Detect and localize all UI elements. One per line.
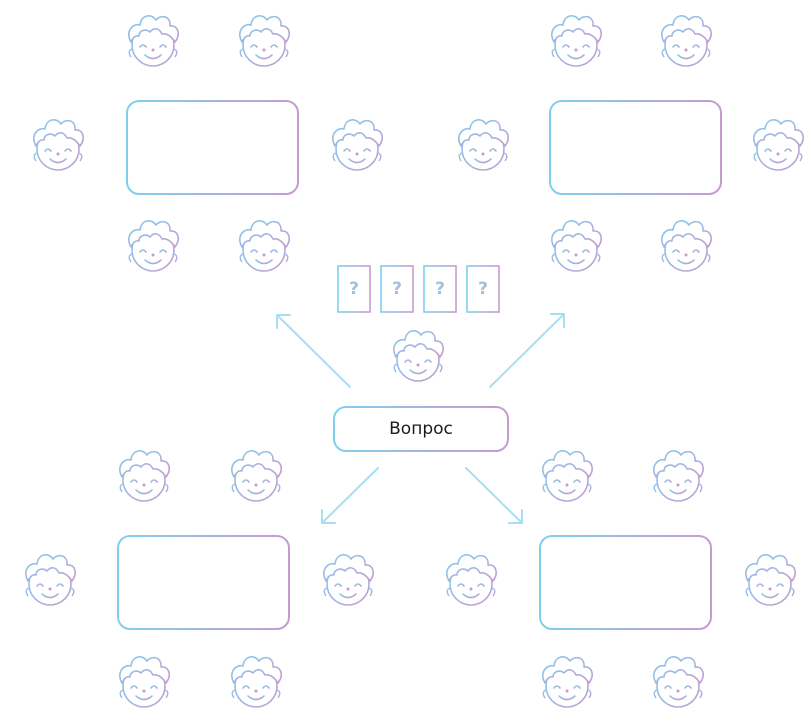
student-icon (661, 15, 712, 67)
student-icon (33, 119, 84, 171)
student-icon (332, 119, 383, 171)
student-icon (745, 554, 796, 606)
student-icon (119, 450, 170, 502)
arrows (276, 313, 565, 524)
student-icon (753, 119, 804, 171)
group-top-left (33, 15, 383, 272)
table (117, 535, 290, 630)
student-icon (239, 15, 290, 67)
table (539, 535, 712, 630)
question-card (337, 265, 371, 313)
student-icon (542, 450, 593, 502)
question-button-frame (333, 406, 509, 452)
arrow-icon-top-left (276, 314, 351, 388)
student-icon (446, 554, 497, 606)
student-icon (551, 15, 602, 67)
student-icon (119, 656, 170, 708)
student-icon (653, 450, 704, 502)
student-icon (551, 220, 602, 272)
student-icon (128, 220, 179, 272)
question-mark: ? (435, 279, 445, 299)
group-bottom-right (446, 450, 796, 708)
student-icon (231, 656, 282, 708)
arrow-icon-top-right (489, 313, 565, 388)
table (126, 100, 299, 195)
student-icon (239, 220, 290, 272)
student-icon (661, 220, 712, 272)
presenter-icon (393, 330, 444, 382)
group-top-right (458, 15, 804, 272)
question-cards (337, 265, 500, 313)
student-icon (653, 656, 704, 708)
student-icon (128, 15, 179, 67)
arrow-icon-bottom-right (465, 467, 523, 524)
table (549, 100, 722, 195)
student-icon (542, 656, 593, 708)
student-icon (323, 554, 374, 606)
question-card (423, 265, 457, 313)
question-mark: ? (478, 279, 488, 299)
student-icon (458, 119, 509, 171)
question-mark: ? (392, 279, 402, 299)
question-card (466, 265, 500, 313)
arrow-icon-bottom-left (321, 467, 379, 524)
student-icon (231, 450, 282, 502)
question-card (380, 265, 414, 313)
question-mark: ? (349, 279, 359, 299)
student-icon (25, 554, 76, 606)
group-bottom-left (25, 450, 374, 708)
